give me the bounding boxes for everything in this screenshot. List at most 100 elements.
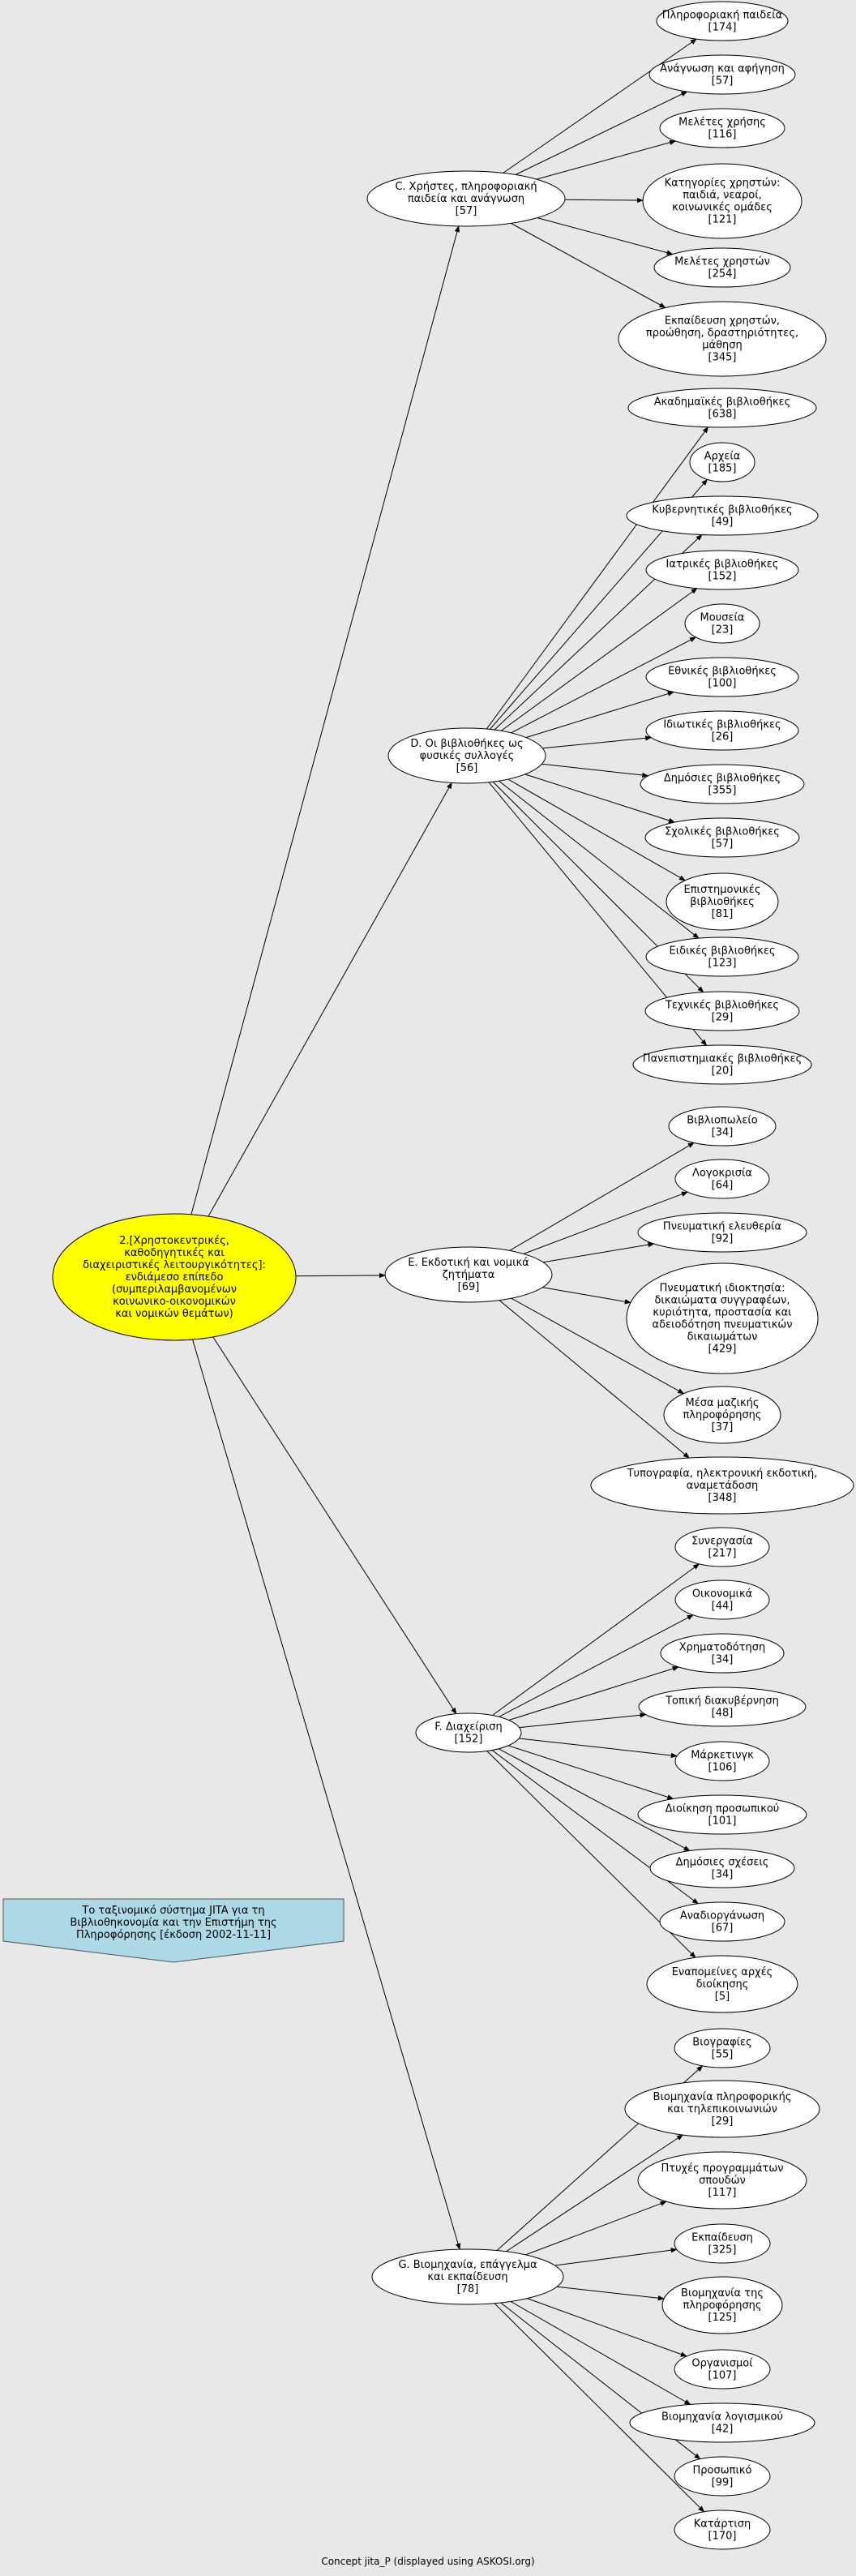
topic-node-ellipse: [674, 2028, 771, 2068]
topic-node-ellipse: [659, 108, 785, 148]
branch-node-label: C. Χρήστες, πληροφοριακή: [395, 181, 537, 193]
topic-node[interactable]: Εθνικές βιβλιοθήκες[100]: [645, 657, 799, 697]
topic-node[interactable]: Μελέτες χρήσης[116]: [659, 108, 785, 148]
topic-node-ellipse: [689, 442, 755, 482]
topic-node[interactable]: Μουσεία[23]: [684, 603, 760, 644]
topic-node[interactable]: Οικονομικά[44]: [674, 1579, 770, 1620]
topic-node[interactable]: Πνευματική ιδιοκτησία:δικαιώματα συγγραφ…: [626, 1262, 819, 1374]
topic-node-label: [325]: [708, 2244, 737, 2257]
topic-node-label: [49]: [712, 516, 734, 529]
topic-node-ellipse: [624, 2080, 820, 2138]
topic-node[interactable]: Εκπαίδευση[325]: [674, 2223, 771, 2264]
edge-line: [537, 217, 674, 255]
topic-node[interactable]: Τεχνικές βιβλιοθήκες[29]: [644, 991, 800, 1031]
topic-node-ellipse: [645, 937, 799, 977]
branch-node[interactable]: F. Διαχείριση[152]: [415, 1712, 522, 1753]
topic-node[interactable]: Αρχεία[185]: [689, 442, 755, 482]
topic-node[interactable]: Ακαδημαϊκές βιβλιοθήκες[638]: [627, 388, 817, 428]
topic-node-label: μάθηση: [702, 340, 743, 352]
topic-node[interactable]: Ανάγνωση και αφήγηση[57]: [648, 54, 796, 95]
topic-node[interactable]: Αναδιοργάνωση[67]: [659, 1901, 785, 1942]
topic-node[interactable]: Χρηματοδότηση[34]: [660, 1633, 785, 1674]
root-node-label: καθοδηγητικές και: [124, 1247, 225, 1259]
topic-node[interactable]: Τοπική διακυβέρνηση[48]: [638, 1687, 807, 1727]
topic-node[interactable]: Προσωπικό[99]: [674, 2456, 771, 2497]
topic-node[interactable]: Κατάρτιση[170]: [674, 2510, 771, 2550]
topic-node-label: [20]: [712, 1065, 734, 1078]
topic-node[interactable]: Πνευματική ελευθερία[92]: [637, 1212, 807, 1253]
topic-node[interactable]: Μελέτες χρηστών[254]: [653, 247, 791, 288]
topic-node[interactable]: Διοίκηση προσωπικού[101]: [637, 1794, 807, 1835]
edge-line: [542, 1287, 631, 1305]
topic-node[interactable]: Βιογραφίες[55]: [674, 2028, 771, 2068]
topic-node-ellipse: [629, 2402, 815, 2443]
topic-node[interactable]: Βιομηχανία λογισμικού[42]: [629, 2402, 815, 2443]
topic-node-label: [23]: [712, 624, 734, 636]
topic-node-label: βιβλιοθήκες: [690, 896, 755, 908]
topic-node[interactable]: Σχολικές βιβλιοθήκες[57]: [644, 817, 800, 858]
topic-node[interactable]: Συνεργασία[217]: [674, 1527, 770, 1567]
topic-node-label: Δημόσιες σχέσεις: [676, 1857, 769, 1869]
topic-node-label: [355]: [708, 785, 737, 797]
topic-node[interactable]: Πανεπιστημιακές βιβλιοθήκες[20]: [632, 1044, 812, 1085]
edge-line: [511, 636, 697, 734]
edge-line: [494, 2303, 705, 2513]
topic-node[interactable]: Δημόσιες βιβλιοθήκες[355]: [640, 764, 805, 804]
topic-node-ellipse: [645, 710, 799, 751]
topic-node-ellipse: [660, 1633, 785, 1674]
topic-node[interactable]: Ειδικές βιβλιοθήκες[123]: [645, 937, 799, 977]
topic-node[interactable]: Τυπογραφία, ηλεκτρονική εκδοτική,αναμετά…: [590, 1456, 854, 1515]
topic-node-label: [107]: [708, 2370, 737, 2382]
edge-line: [486, 426, 709, 730]
edge-line: [542, 735, 653, 749]
topic-node[interactable]: Ιδιωτικές βιβλιοθήκες[26]: [645, 710, 799, 751]
topic-node[interactable]: Κατηγορίες χρηστών:παιδιά, νεαροί,κοινων…: [642, 163, 802, 239]
banner-shape: [2, 1898, 345, 1963]
topic-node-label: [81]: [712, 908, 734, 920]
topic-node-label: [29]: [712, 1012, 734, 1024]
edge-line: [499, 1614, 694, 1717]
edge-line: [295, 1272, 386, 1279]
topic-node-ellipse: [659, 1901, 785, 1942]
banner-line: Βιβλιοθηκονομία και την Επιστήμη της: [70, 1917, 276, 1929]
topic-node[interactable]: Δημόσιες σχέσεις[34]: [649, 1848, 795, 1888]
topic-node-label: Αρχεία: [704, 451, 741, 463]
topic-node[interactable]: Ιατρικές βιβλιοθήκες[152]: [645, 550, 799, 590]
topic-node[interactable]: Βιβλιοπωλείο[34]: [668, 1106, 777, 1147]
topic-node[interactable]: Οργανισμοί[107]: [674, 2349, 771, 2390]
branch-node-ellipse: [415, 1712, 522, 1753]
topic-node[interactable]: Λογοκρισία[64]: [674, 1159, 770, 1199]
banner-node[interactable]: Το ταξινομικό σύστημα JITA για τη Βιβλιο…: [2, 1898, 345, 1963]
topic-node-label: Τυπογραφία, ηλεκτρονική εκδοτική,: [627, 1468, 818, 1480]
edge-line: [523, 1191, 688, 1254]
topic-node-label: [5]: [715, 1991, 730, 2003]
topic-node-ellipse: [674, 2456, 771, 2497]
topic-node-label: Αναδιοργάνωση: [680, 1910, 764, 1922]
topic-node-label: Βιομηχανία πληροφορικής: [653, 2091, 792, 2103]
topic-node-label: [254]: [708, 268, 737, 281]
branch-node-label: φυσικές συλλογές: [420, 750, 515, 762]
topic-node-label: Τεχνικές βιβλιοθήκες: [665, 1000, 779, 1012]
edge-line: [557, 2286, 665, 2301]
topic-node[interactable]: Κυβερνητικές βιβλιοθήκες[49]: [626, 495, 819, 536]
topic-node-ellipse: [632, 1044, 812, 1085]
topic-node[interactable]: Εκπαίδευση χρηστών,προώθηση, δραστηριότη…: [618, 301, 827, 377]
root-node[interactable]: 2.[Χρηστοκεντρικές,καθοδηγητικές καιδιαχ…: [52, 1213, 297, 1341]
footer-caption: Concept jita_P (displayed using ASKOSI.o…: [321, 2556, 534, 2567]
topic-node[interactable]: Πληροφοριακή παιδεία[174]: [656, 1, 789, 41]
branch-node-label: ζητήματα: [443, 1269, 495, 1281]
nodes-layer: 2.[Χρηστοκεντρικές,καθοδηγητικές καιδιαχ…: [52, 1, 854, 2550]
topic-node-ellipse: [656, 1, 789, 41]
topic-node[interactable]: Μάρκετινγκ[106]: [674, 1741, 770, 1781]
branch-node-label: G. Βιομηχανία, επάγγελμα: [398, 2259, 537, 2271]
